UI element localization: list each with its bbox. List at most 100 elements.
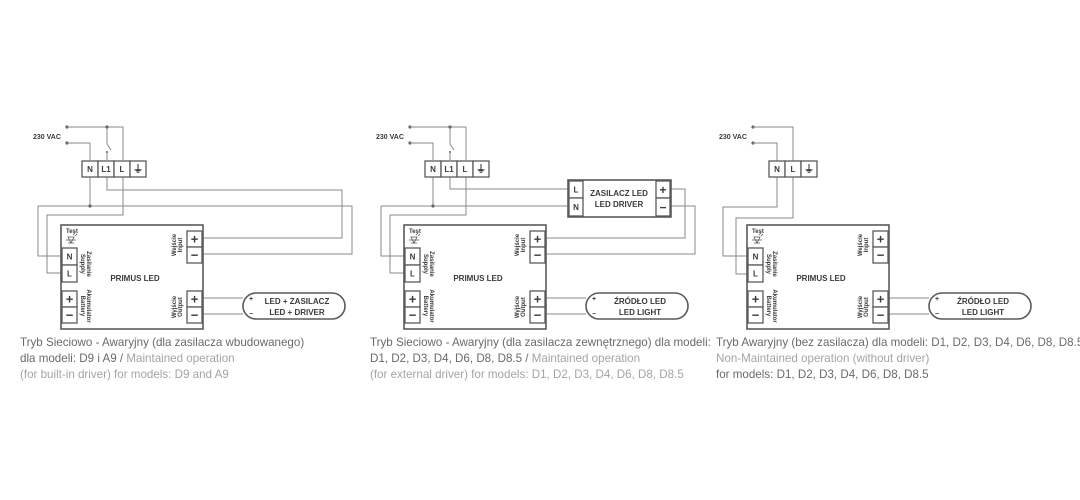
- mains-terminal-n-label: N: [430, 165, 436, 174]
- caption-line: dla modeli: D9 i A9 / Maintained operati…: [20, 351, 304, 367]
- supply-terminal-l[interactable]: L: [404, 264, 421, 283]
- mains-terminal-l1-label: L1: [444, 165, 454, 174]
- supply-terminal-l[interactable]: L: [747, 264, 764, 283]
- driver-terminal-minus-label: −: [659, 200, 666, 214]
- driver-terminal-n[interactable]: N: [568, 197, 584, 217]
- caption-line: D1, D2, D3, D4, D6, D8, D8.5 / Maintaine…: [370, 351, 711, 367]
- input-label-pl: Wejście: [172, 233, 178, 256]
- mains-terminal-l1[interactable]: L1: [440, 160, 458, 178]
- supply-voltage-label: 230 VAC: [376, 134, 404, 141]
- test-label: Test: [752, 229, 764, 235]
- switch-contact: [106, 151, 108, 153]
- input-label-pl: Wejście: [858, 233, 864, 256]
- test-led-icon: [409, 232, 421, 244]
- driver-terminal-minus[interactable]: −: [655, 197, 671, 217]
- supply-terminal-n[interactable]: N: [404, 247, 421, 266]
- caption-text: Tryb Sieciowo - Awaryjny (dla zasilacza …: [370, 336, 711, 349]
- battery-terminal-minus[interactable]: −: [404, 306, 421, 324]
- output-terminal-plus-label: +: [534, 292, 542, 307]
- output-terminal-minus[interactable]: −: [186, 306, 203, 324]
- mains-terminal-l[interactable]: L: [113, 160, 131, 178]
- wire: [449, 177, 568, 190]
- battery-terminal-plus[interactable]: +: [747, 290, 764, 308]
- device-name: PRIMUS LED: [796, 274, 846, 283]
- input-terminal-plus[interactable]: +: [529, 230, 546, 248]
- output-terminal-plus[interactable]: +: [186, 290, 203, 308]
- driver-terminal-n-label: N: [573, 203, 579, 212]
- junction-dot: [431, 204, 435, 208]
- load-minus-label: −: [935, 311, 939, 318]
- supply-terminal-n-label: N: [67, 252, 73, 261]
- battery-terminal-plus[interactable]: +: [61, 290, 78, 308]
- mains-terminal-n-label: N: [87, 165, 93, 174]
- battery-terminal-minus[interactable]: −: [747, 306, 764, 324]
- supply-terminal-l[interactable]: L: [61, 264, 78, 283]
- ground-terminal-label: ⏚: [804, 164, 814, 176]
- wire: [380, 206, 405, 257]
- supply-label-pl: Zasilanie: [85, 251, 91, 277]
- output-label-en: Output: [178, 297, 184, 317]
- test-led-icon: [752, 232, 764, 244]
- supply-terminal-l-label: L: [410, 269, 415, 278]
- output-terminal-minus[interactable]: −: [529, 306, 546, 324]
- supply-terminal-n-label: N: [753, 252, 759, 261]
- mains-terminal-l[interactable]: L: [784, 160, 802, 178]
- supply-terminal-n[interactable]: N: [61, 247, 78, 266]
- mains-terminal-n[interactable]: N: [768, 160, 786, 178]
- supply-voltage-label: 230 VAC: [33, 134, 61, 141]
- battery-terminal-minus[interactable]: −: [61, 306, 78, 324]
- mains-terminal-n[interactable]: N: [424, 160, 442, 178]
- output-terminal-plus[interactable]: +: [872, 290, 889, 308]
- caption-line: (for built-in driver) for models: D9 and…: [20, 367, 304, 383]
- ground-terminal[interactable]: ⏚: [800, 160, 818, 178]
- input-terminal-minus[interactable]: −: [872, 246, 889, 264]
- battery-terminal-minus-label: −: [66, 308, 74, 323]
- input-terminal-minus[interactable]: −: [186, 246, 203, 264]
- output-label-pl: Wyjście: [172, 295, 178, 318]
- caption-line: Non-Maintained operation (without driver…: [716, 351, 1080, 367]
- test-label: Test: [66, 229, 78, 235]
- caption-line: for models: D1, D2, D3, D4, D6, D8, D8.5: [716, 367, 1080, 383]
- wire: [38, 205, 353, 255]
- input-terminal-plus[interactable]: +: [186, 230, 203, 248]
- ground-terminal[interactable]: ⏚: [129, 160, 147, 178]
- output-terminal-minus-label: −: [534, 308, 542, 323]
- supply-label-en: Supply: [422, 254, 428, 275]
- ground-terminal[interactable]: ⏚: [472, 160, 490, 178]
- mains-terminal-l1[interactable]: L1: [97, 160, 115, 178]
- load-label-pl: ŹRÓDŁO LED: [614, 297, 666, 306]
- input-terminal-plus[interactable]: +: [872, 230, 889, 248]
- caption-line: Tryb Awaryjny (bez zasilacza) dla modeli…: [716, 335, 1080, 351]
- mains-terminal-n[interactable]: N: [81, 160, 99, 178]
- supply-terminal-n[interactable]: N: [747, 247, 764, 266]
- driver-terminal-plus[interactable]: +: [655, 180, 671, 199]
- mains-terminal-l-label: L: [463, 165, 468, 174]
- driver-terminal-l[interactable]: L: [568, 180, 584, 199]
- input-terminal-minus-label: −: [877, 248, 885, 263]
- supply-voltage-label: 230 VAC: [719, 134, 747, 141]
- output-label-en: Output: [864, 297, 870, 317]
- input-terminal-minus-label: −: [191, 248, 199, 263]
- caption-panel-1: Tryb Sieciowo - Awaryjny (dla zasilacza …: [20, 335, 304, 383]
- battery-terminal-plus-label: +: [752, 292, 760, 307]
- output-label-pl: Wyjście: [515, 295, 521, 318]
- mains-terminal-l[interactable]: L: [456, 160, 474, 178]
- battery-terminal-plus[interactable]: +: [404, 290, 421, 308]
- driver-label-pl: ZASILACZ LED: [590, 189, 648, 198]
- battery-label-pl: Akumulator: [428, 289, 434, 323]
- input-terminal-plus-label: +: [191, 232, 199, 247]
- ground-terminal-label: ⏚: [476, 164, 486, 176]
- wire: [546, 205, 696, 255]
- output-terminal-minus[interactable]: −: [872, 306, 889, 324]
- input-terminal-minus[interactable]: −: [529, 246, 546, 264]
- mains-terminal-n-label: N: [774, 165, 780, 174]
- output-terminal-plus[interactable]: +: [529, 290, 546, 308]
- wire: [37, 206, 62, 257]
- primus-led-module: TestNL+−+−+−ZasilanieSupplyAkumulatorBat…: [746, 224, 890, 330]
- battery-terminal-minus-label: −: [752, 308, 760, 323]
- caption-text: Maintained operation: [126, 352, 235, 365]
